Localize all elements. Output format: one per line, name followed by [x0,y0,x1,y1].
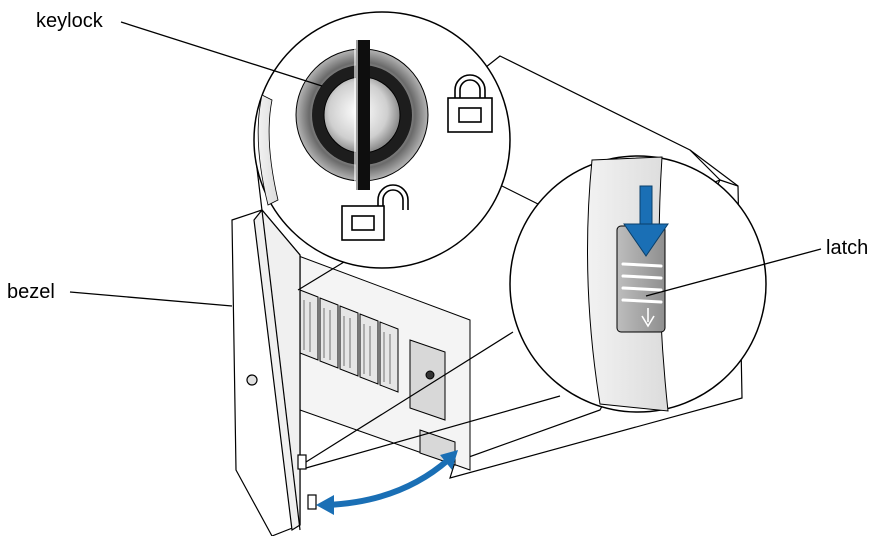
drive-bays [299,289,399,393]
bezel-latch-tab [297,454,307,470]
front-panel [295,254,471,471]
lock-open-icon [341,184,409,241]
latch-grip [621,262,663,304]
bezel-edge [253,209,301,532]
power-button [425,370,435,380]
curved-swing-arrow-icon [316,450,458,515]
keylock-band [257,94,279,206]
drive-bay-handles [303,300,391,384]
bezel-hinge-tab [307,494,317,510]
keylock-key [356,40,370,190]
bezel-label: bezel [7,281,55,303]
drive-bay-4 [359,313,379,385]
keylock-magnifier [253,11,511,531]
lock-closed-icon [447,74,493,133]
keylock-leader-line [120,21,323,87]
keylock-tangent-left [255,159,301,531]
latch-magnifier [305,155,767,469]
leader-lines [69,21,822,307]
drive-bay-3 [339,305,359,377]
bezel [231,209,317,536]
latch-label: latch [826,237,869,259]
bezel-screw [246,374,258,386]
drive-bay-2 [319,297,339,369]
drive-bay-5 [379,321,399,393]
chassis-edge [689,149,739,187]
latch-leader-line [645,248,822,297]
bezel-leader-line [69,291,233,307]
latch-tangent-top [305,331,514,463]
latch-tangent-bottom [305,395,561,469]
peripheral-bay-1 [409,339,446,421]
drive-bay-1 [299,289,319,361]
keylock-label: keylock [36,10,103,32]
latch-direction-icon [641,308,655,328]
down-arrow-icon [623,185,669,257]
